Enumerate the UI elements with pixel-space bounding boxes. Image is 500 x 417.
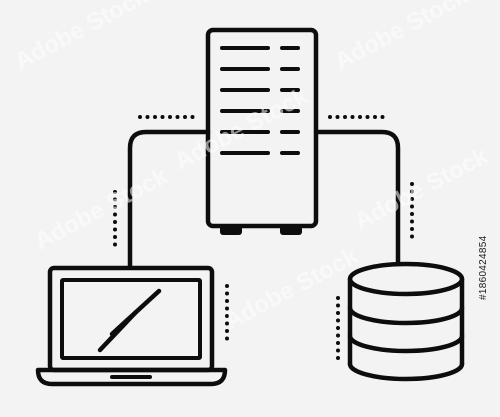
connector-server-laptop <box>127 129 211 269</box>
watermark-text: Adobe Stock <box>330 0 473 75</box>
watermark-text: Adobe Stock <box>170 82 313 175</box>
server-feet <box>220 226 302 235</box>
decorative-dots <box>113 115 414 362</box>
watermark-text: Adobe Stock <box>30 162 173 255</box>
connector-server-database <box>313 129 401 265</box>
server-slots <box>220 46 300 155</box>
watermark: Adobe Stock Adobe Stock Adobe Stock Adob… <box>10 0 493 335</box>
watermark-text: Adobe Stock <box>220 242 363 335</box>
server-tower-icon <box>205 27 319 235</box>
stock-id: #1860424854 <box>478 235 489 300</box>
watermark-text: Adobe Stock <box>10 0 153 75</box>
database-icon <box>347 261 465 382</box>
laptop-icon <box>35 265 228 387</box>
watermark-text: Adobe Stock <box>350 142 493 235</box>
